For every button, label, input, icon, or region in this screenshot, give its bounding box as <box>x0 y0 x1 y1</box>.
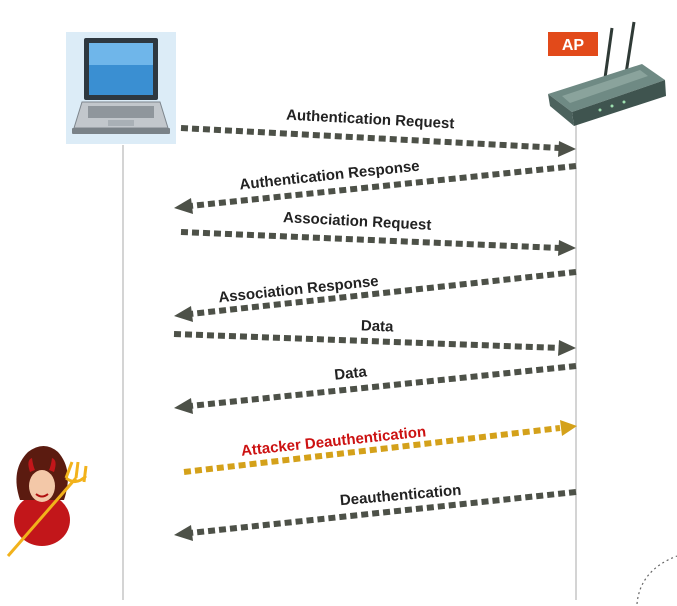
attacker-devil-icon <box>6 446 88 557</box>
attacker-message-label: Attacker Deauthentication <box>240 423 427 459</box>
ap-badge: AP <box>548 32 598 56</box>
message-label: Authentication Response <box>239 158 421 194</box>
laptop-icon <box>66 32 176 144</box>
message-label: Association Request <box>283 209 432 234</box>
message-arrow <box>174 269 577 322</box>
message-label: Data <box>333 363 368 383</box>
message-arrow <box>174 489 577 541</box>
message-arrow <box>180 125 576 157</box>
message-label: Data <box>361 317 395 335</box>
message-label: Authentication Request <box>286 107 455 133</box>
attacker-message-arrow <box>183 420 577 475</box>
message-arrow <box>174 363 577 414</box>
ap-badge-label: AP <box>562 37 585 54</box>
decorative-dotted-arc <box>636 555 677 605</box>
message-arrow <box>180 229 576 256</box>
message-arrow <box>173 331 576 356</box>
router-icon <box>548 21 666 126</box>
message-arrow <box>174 163 577 214</box>
